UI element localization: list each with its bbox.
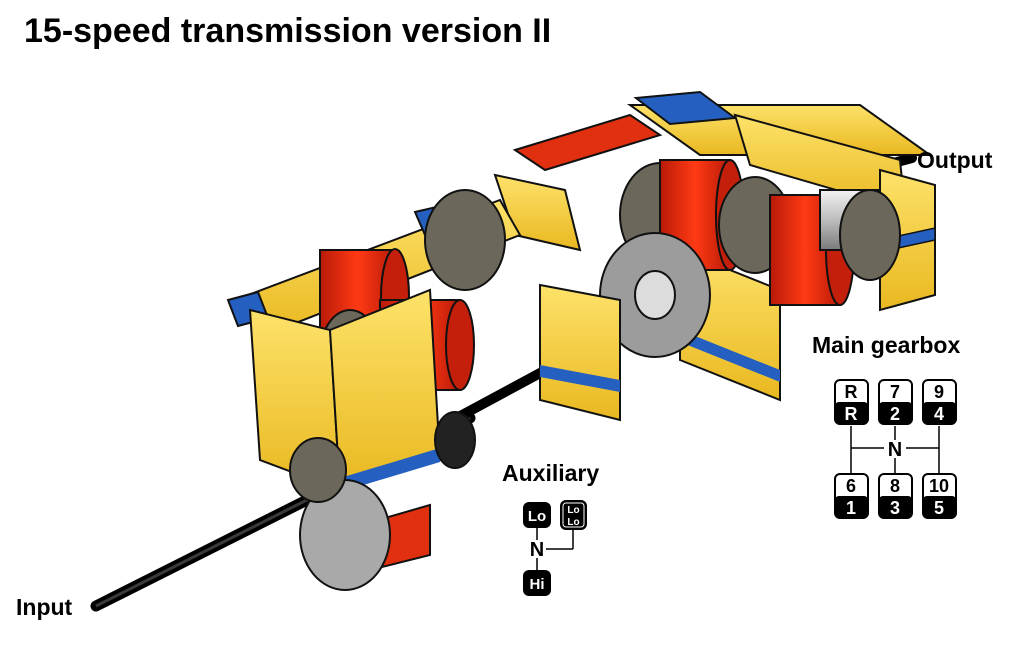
- gear-label: 6: [846, 476, 856, 496]
- output-label: Output: [917, 147, 993, 173]
- aux-lo-slot: [523, 502, 551, 528]
- gear-slot-r: R R: [834, 379, 869, 425]
- gear-label: R: [845, 382, 858, 402]
- aux-pattern-lines: [536, 528, 574, 570]
- auxiliary-label: Auxiliary: [502, 460, 600, 486]
- gear-label: 4: [934, 404, 944, 424]
- main-gear-stack: [599, 159, 901, 358]
- shift-pattern-lines: [850, 426, 940, 474]
- main-gearbox-label: Main gearbox: [812, 332, 961, 358]
- main-gearbox-frame: [679, 113, 936, 402]
- gear-label: 10: [929, 476, 949, 496]
- aux-lo-lo-slot: [560, 500, 587, 530]
- gear-slot-9-4: 9 4: [922, 379, 957, 425]
- main-shift-pattern: R R 7 2 9 4 N 6 1 8 3 10 5: [834, 379, 957, 519]
- gear-slot-6-1: 6 1: [834, 473, 869, 519]
- aux-lo-lo-label-lower: Lo: [567, 517, 579, 528]
- aux-neutral-label: N: [530, 539, 544, 561]
- gear-label: R: [845, 404, 858, 424]
- auxiliary-shift-pattern: Lo Lo Lo N Hi: [523, 500, 587, 596]
- gear-label: 1: [846, 498, 856, 518]
- gear-label: 9: [934, 382, 944, 402]
- aux-lo-label: Lo: [528, 508, 546, 525]
- gear-slot-10-5: 10 5: [922, 473, 957, 519]
- neutral-label: N: [888, 439, 902, 461]
- gear-label: 2: [890, 404, 900, 424]
- gear-label: 7: [890, 382, 900, 402]
- page-title: 15-speed transmission version II: [24, 12, 552, 50]
- input-gear: [289, 411, 476, 591]
- aux-hi-label: Hi: [530, 576, 545, 593]
- aux-lo-lo-label-upper: Lo: [567, 505, 579, 516]
- gear-label: 8: [890, 476, 900, 496]
- gear-label: 5: [934, 498, 944, 518]
- gear-slot-7-2: 7 2: [878, 379, 913, 425]
- gear-slot-8-3: 8 3: [878, 473, 913, 519]
- input-label: Input: [16, 594, 73, 620]
- gear-label: 3: [890, 498, 900, 518]
- aux-hi-slot: [523, 570, 551, 596]
